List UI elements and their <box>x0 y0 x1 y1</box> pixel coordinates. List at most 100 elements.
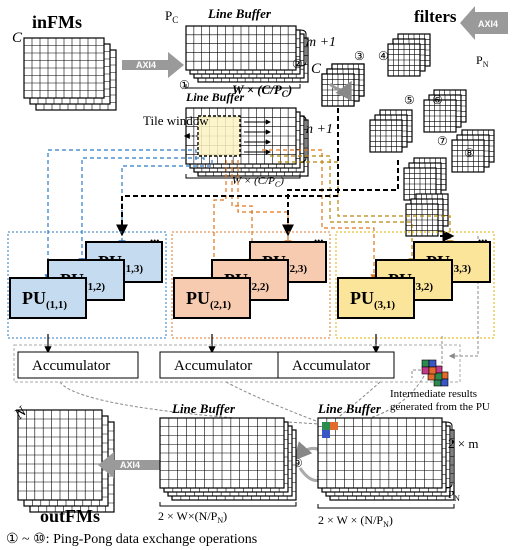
accumulator-box <box>17 351 139 379</box>
more-ellipsis: ••• <box>478 236 487 246</box>
pu-group-3: PU(3,3)PU(3,2)PU(3,1)••• <box>335 231 495 354</box>
ping-pong-marker: ④ <box>378 49 389 63</box>
line-buffer-bottom-right-grids <box>317 417 455 501</box>
result-cell <box>428 359 437 368</box>
pu-label: PU(2,1) <box>186 288 231 311</box>
result-line <box>59 381 321 425</box>
accumulator-2: Accumulator <box>159 351 281 379</box>
axi-input-arrow: AXI4 <box>122 52 184 78</box>
line-buffer-top <box>185 25 309 89</box>
ping-pong-marker: ⑥ <box>432 93 443 107</box>
pu-group-2: PU(2,3)PU(2,2)PU(2,1)••• <box>171 231 331 354</box>
pn-bottom-label: PN <box>448 489 460 503</box>
result-cell <box>322 422 330 430</box>
result-cell <box>421 366 430 375</box>
svg-text:AXI4: AXI4 <box>136 60 156 70</box>
grid-layer <box>23 37 105 99</box>
grid-layer <box>159 417 285 489</box>
line-buffer-bottom-left-label: Line Buffer <box>171 401 236 416</box>
pu-unit: PU(2,1) <box>173 277 251 319</box>
m-plus-1-label: m +1 <box>306 35 336 50</box>
filter-flow-line <box>116 108 339 237</box>
accumulator-box <box>159 351 281 379</box>
data-flow-line <box>210 160 227 282</box>
ping-pong-marker: ⑤ <box>404 93 415 107</box>
ping-pong-marker: ⑧ <box>464 146 475 160</box>
brace <box>445 421 453 489</box>
line-buffer-bottom-right <box>317 417 455 509</box>
outfms-grids <box>17 409 115 513</box>
filters-c-label: C <box>311 61 322 77</box>
filter-stack <box>423 89 467 133</box>
brace <box>185 84 301 89</box>
result-cell <box>322 430 330 438</box>
grid-layer <box>387 43 421 77</box>
pu-box <box>337 277 415 319</box>
data-flow-connections <box>44 108 479 429</box>
filter-stack <box>405 193 449 237</box>
pu-box <box>173 277 251 319</box>
pu-unit: PU(3,1) <box>337 277 415 319</box>
result-cell <box>421 359 430 368</box>
grid-layer <box>369 119 403 153</box>
filter-stack <box>321 63 365 107</box>
pu-label: PU(1,1) <box>22 288 67 311</box>
pc-label: PC <box>165 8 178 25</box>
pn-filters-label: PN <box>476 53 489 69</box>
data-flow-line <box>270 155 416 266</box>
svg-text:AXI4: AXI4 <box>478 19 498 29</box>
tile-window-label: Tile window <box>143 113 209 128</box>
filter-flow-line <box>282 160 399 237</box>
filter-stack <box>451 129 495 173</box>
line-buffer-mid <box>183 107 309 179</box>
filter-stacks <box>321 33 495 237</box>
grid-layer <box>317 417 443 489</box>
grid-layer <box>405 203 439 237</box>
brace <box>317 504 455 509</box>
accumulator-box <box>277 351 395 379</box>
brace <box>185 174 301 179</box>
filter-stack <box>387 33 431 77</box>
grid-layer <box>185 25 297 71</box>
line-buffer-mid-label: Line Buffer <box>185 90 244 104</box>
line-buffer-bottom-left <box>159 417 297 507</box>
accumulators: Accumulator Accumulator Accumulator <box>17 351 395 379</box>
ping-pong-marker: ⑨ <box>292 456 303 470</box>
line-buffer-top-grids <box>185 25 309 83</box>
accumulator-label: Accumulator <box>292 358 370 374</box>
result-line <box>225 381 325 425</box>
more-ellipsis: ••• <box>314 236 323 246</box>
infms-c-label: C <box>12 30 23 46</box>
filters-label: filters <box>414 7 457 26</box>
pu-box <box>9 277 87 319</box>
svg-text:AXI4: AXI4 <box>120 460 140 470</box>
intermediate-results-label-1: Intermediate results <box>390 388 477 400</box>
brace <box>299 115 307 163</box>
w-c-pc-top-label: W × (C/PC) <box>232 82 292 99</box>
axi-filters-arrow: AXI4 <box>460 6 508 40</box>
accumulator-label: Accumulator <box>174 358 252 374</box>
infms-label: inFMs <box>32 12 82 32</box>
outfms-stack <box>17 409 115 513</box>
intermediate-results-icon <box>421 359 449 387</box>
tile-window <box>197 115 241 157</box>
result-cell <box>434 372 443 381</box>
w-c-pc-mid-label: W × (C/PC) <box>232 175 284 189</box>
more-ellipsis: ••• <box>150 236 159 246</box>
ping-pong-marker: ① <box>179 78 190 92</box>
pu-unit: PU(1,1) <box>9 277 87 319</box>
result-cell <box>428 366 437 375</box>
pu-group-1: PU(1,3)PU(1,2)PU(1,1)••• <box>7 231 167 354</box>
accumulator-3: Accumulator <box>277 351 395 379</box>
result-line <box>332 375 425 429</box>
grid-layer <box>17 409 103 501</box>
brace <box>299 29 307 67</box>
accumulator-1: Accumulator <box>17 351 139 379</box>
pu-label: PU(3,1) <box>350 288 395 311</box>
data-flow-line <box>231 160 256 266</box>
two-m-label: 2 × m <box>448 436 478 451</box>
infms-grids <box>23 37 117 111</box>
n-plus-1-label: n +1 <box>306 122 333 137</box>
grid-layer <box>451 139 485 173</box>
